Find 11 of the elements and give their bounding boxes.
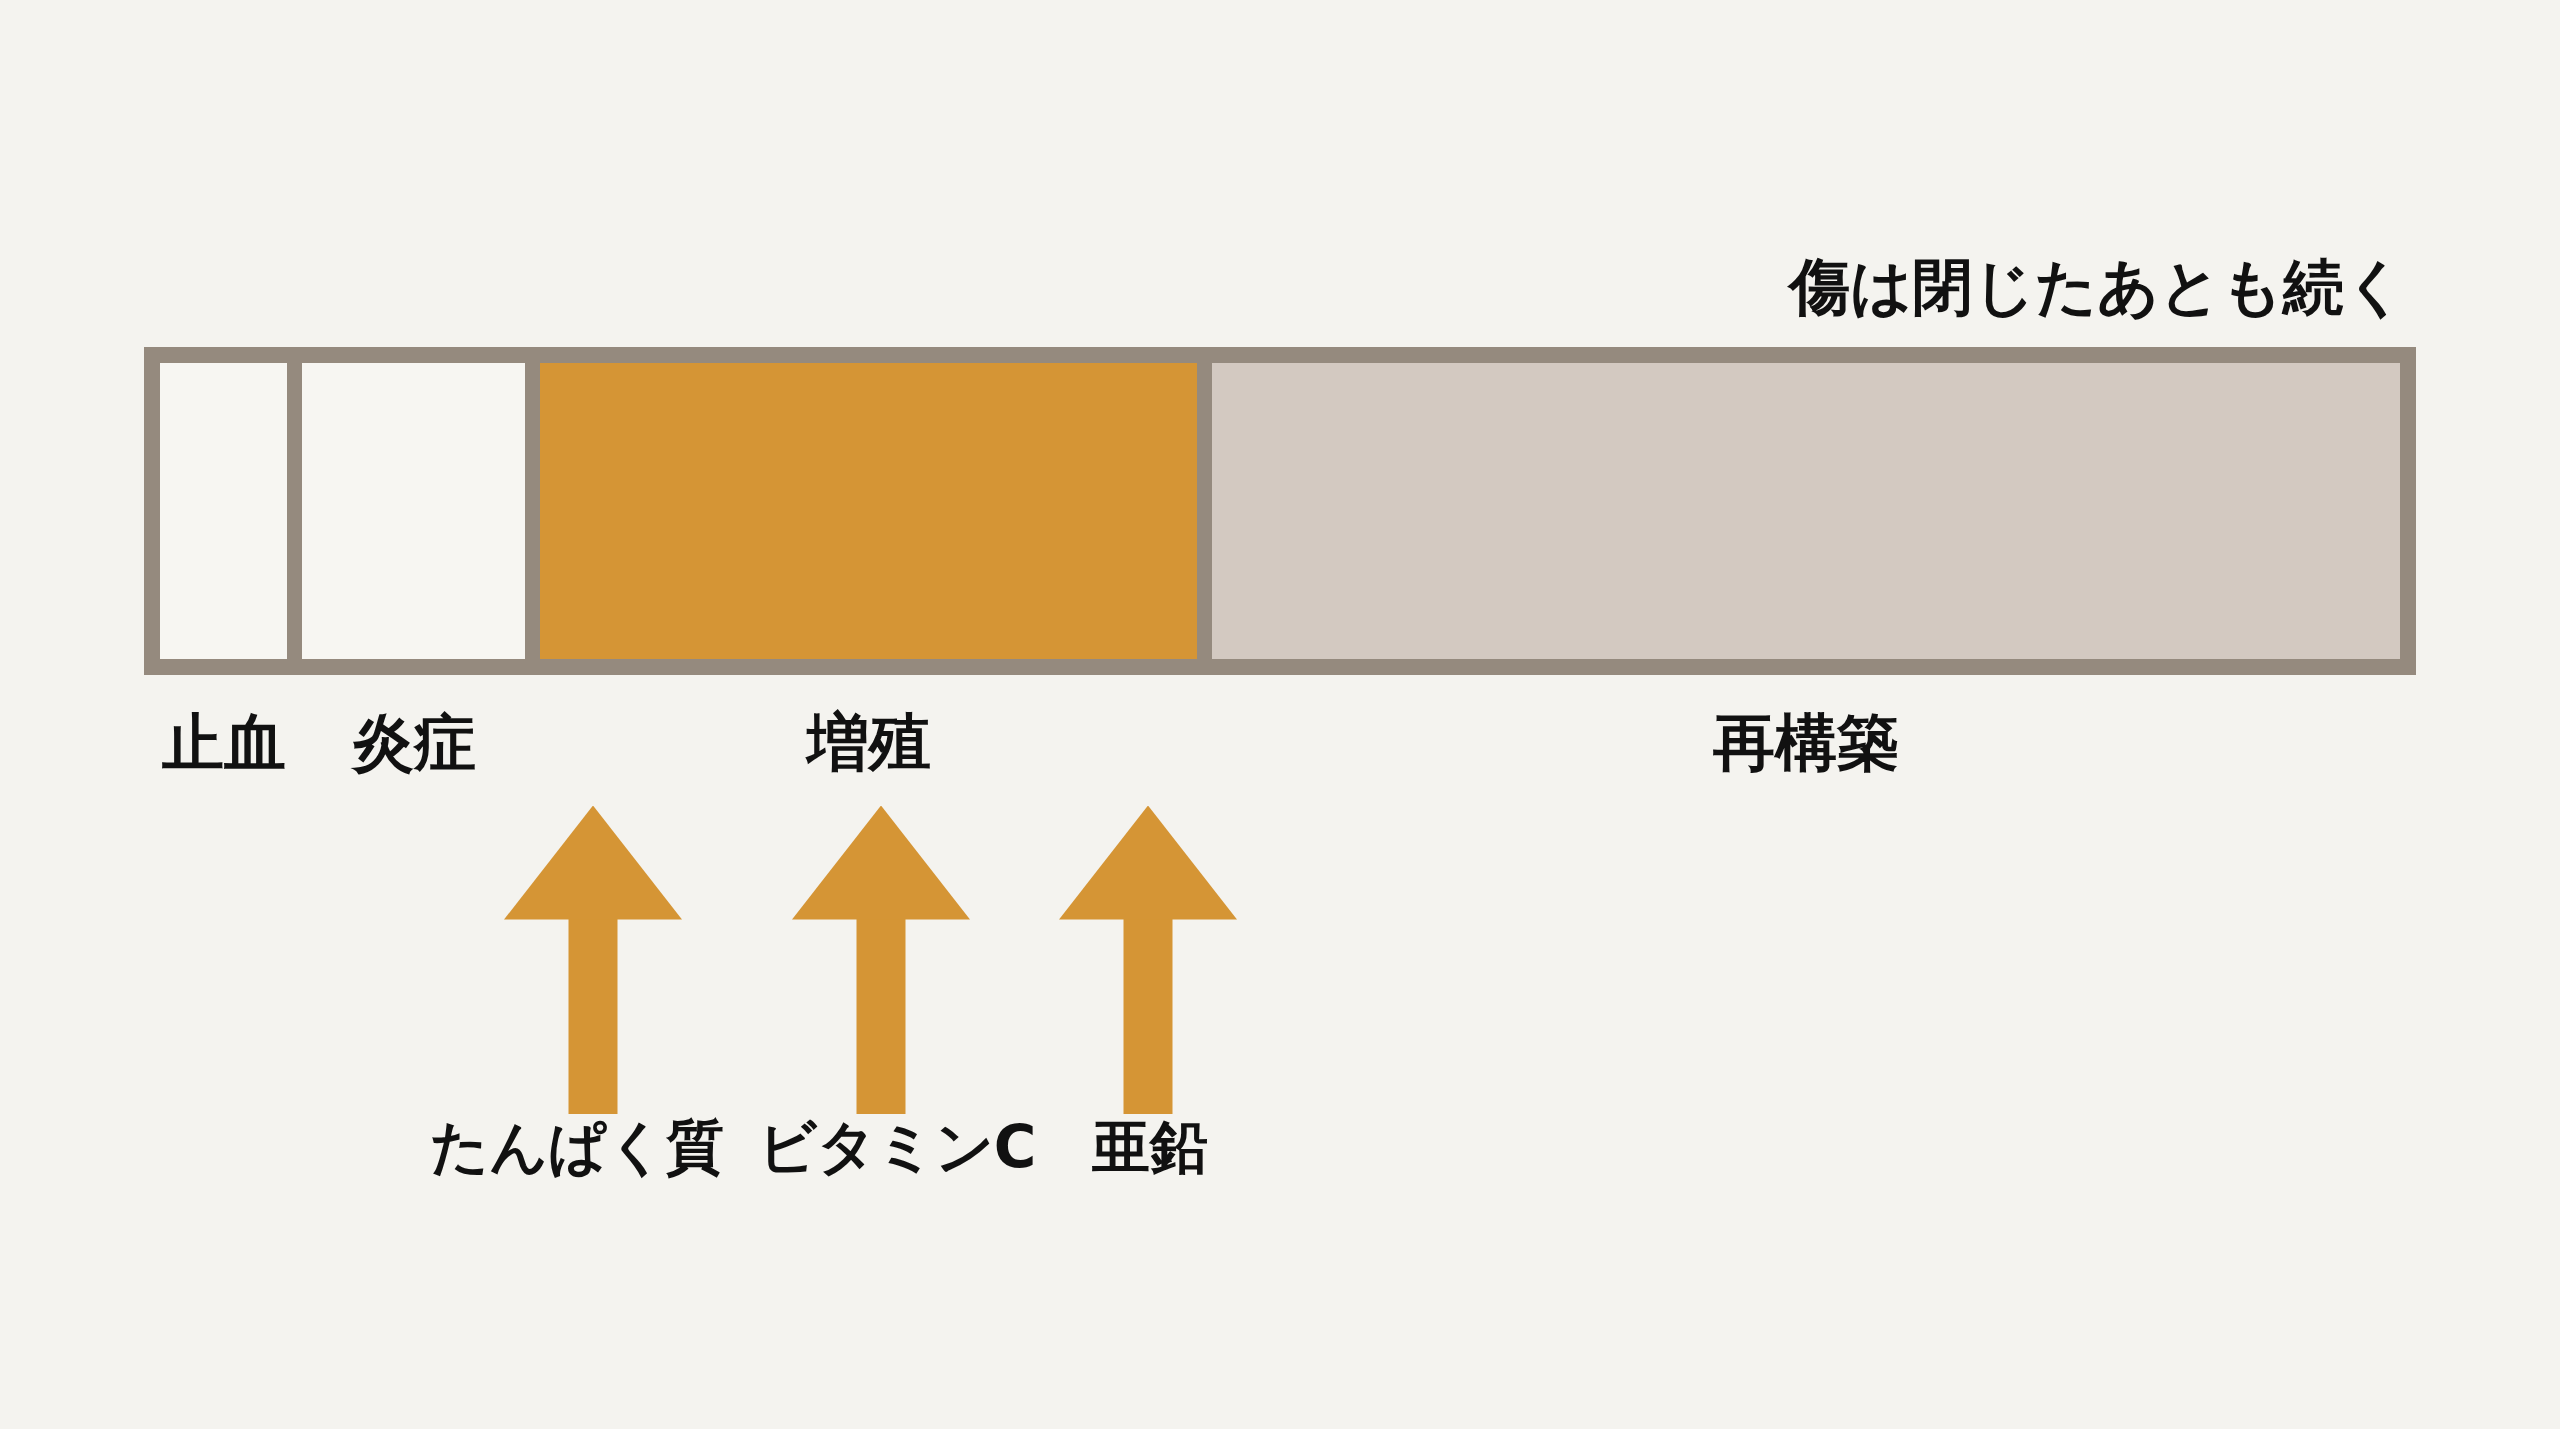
arrow bbox=[504, 805, 682, 1114]
phase-label: 増殖 bbox=[806, 705, 931, 781]
phase-label: 再構築 bbox=[1713, 705, 1899, 781]
phase-label: 炎症 bbox=[351, 705, 476, 781]
nutrient-label: ビタミンC bbox=[757, 1114, 1037, 1181]
nutrient-label: 亜鉛 bbox=[1092, 1114, 1208, 1181]
phase-label: 止血 bbox=[161, 705, 286, 781]
diagram-title: 傷は閉じたあとも続く bbox=[1789, 252, 2406, 323]
arrow bbox=[1059, 805, 1237, 1114]
arrow bbox=[792, 805, 970, 1114]
nutrient-label: たんぱく質 bbox=[430, 1114, 724, 1181]
